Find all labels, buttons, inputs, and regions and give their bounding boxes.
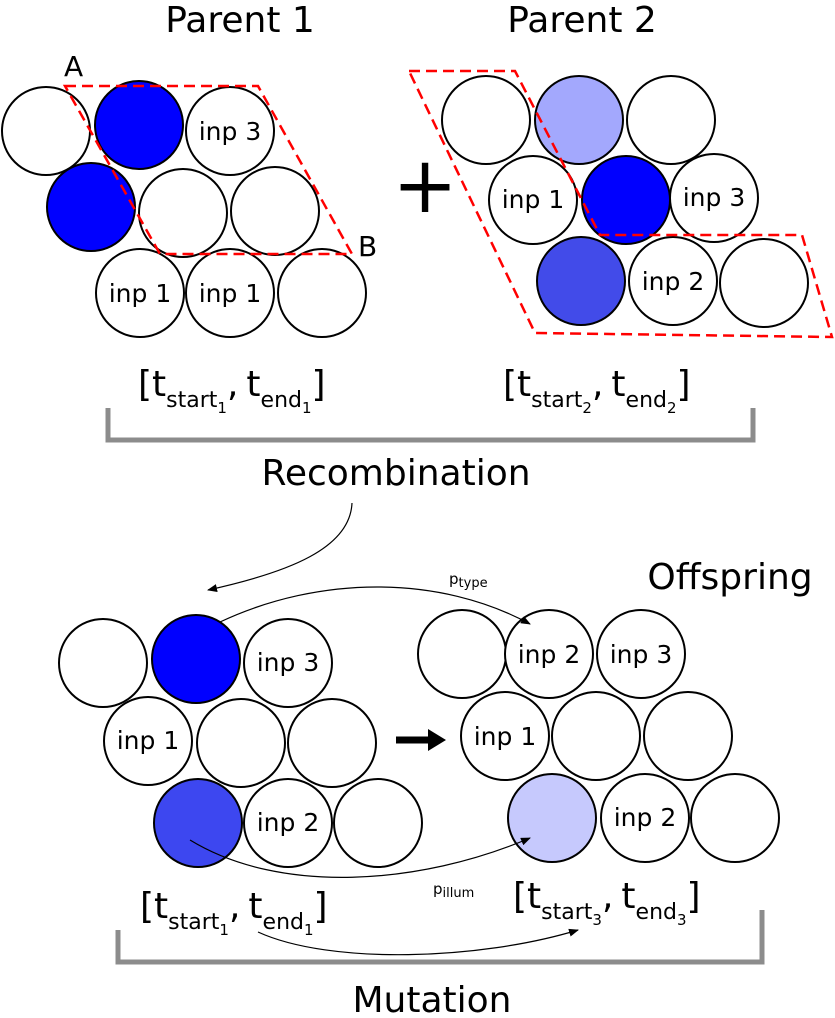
interval-parent2: [tstart2,tend2] (503, 364, 691, 417)
cell (643, 691, 733, 781)
cell (600, 773, 690, 863)
cell-label: inp 2 (614, 803, 677, 832)
cell (719, 238, 809, 328)
cell (626, 75, 716, 165)
cell (94, 80, 184, 170)
cell (58, 618, 148, 708)
cell-label: inp 1 (474, 722, 537, 751)
cell-label: inp 3 (257, 648, 320, 677)
cell (488, 155, 578, 245)
corner-a-label: A (64, 50, 83, 83)
cell (153, 778, 243, 868)
cell (417, 609, 507, 699)
corner-b-label: B (358, 230, 377, 263)
offspring-grid (417, 609, 780, 863)
offspring-title: Offspring (647, 557, 812, 598)
cell (581, 155, 671, 245)
cell (333, 778, 423, 868)
parent2-title: Parent 2 (507, 0, 657, 41)
cell (596, 609, 686, 699)
cell (460, 691, 550, 781)
recombination-label: Recombination (261, 453, 530, 494)
cell-label: inp 1 (502, 185, 565, 214)
cell (185, 86, 275, 176)
cell-label: inp 1 (117, 726, 180, 755)
cell (243, 778, 333, 868)
cell (1, 86, 91, 176)
crossover-region-parent1 (62, 84, 355, 256)
cell (196, 698, 286, 788)
cell-label: inp 1 (109, 279, 172, 308)
cell (441, 75, 531, 165)
interval-mutation-arrow (257, 928, 579, 956)
mutation-bracket (115, 910, 765, 965)
p-type-arrow (219, 586, 531, 625)
cell (277, 248, 367, 338)
p-illum-label: pillum (433, 880, 474, 901)
cell (287, 698, 377, 788)
parent2-grid (441, 75, 809, 328)
cell (243, 618, 333, 708)
cell-label: inp 3 (683, 183, 746, 212)
cell (103, 696, 193, 786)
cell (534, 75, 624, 165)
interval-offspring: [tstart3,tend3] (513, 876, 701, 929)
cell (628, 236, 718, 326)
cell (185, 248, 275, 338)
cell-label: inp 2 (518, 640, 581, 669)
cell (46, 162, 136, 252)
recombination-bracket (105, 408, 756, 443)
recombination-arrow (207, 502, 353, 592)
parent1-title: Parent 1 (165, 0, 315, 41)
plus-sign: + (392, 141, 457, 231)
mutation-arrow (396, 729, 446, 751)
cell (230, 166, 320, 256)
cell (669, 153, 759, 243)
cell-label: inp 2 (642, 267, 705, 296)
cell (151, 614, 241, 704)
parent1-grid (1, 80, 367, 338)
cell (138, 168, 228, 258)
cell (507, 773, 597, 863)
child-grid (58, 614, 423, 868)
cell-label: inp 2 (257, 808, 320, 837)
cell (504, 609, 594, 699)
p-type-label: ptype (449, 570, 488, 591)
cell (536, 236, 626, 326)
cell-label: inp 3 (610, 640, 673, 669)
p-illum-arrow (189, 837, 531, 878)
mutation-label: Mutation (352, 980, 511, 1018)
cell (551, 691, 641, 781)
cell-label: inp 3 (199, 117, 262, 146)
cell-label: inp 1 (199, 279, 262, 308)
interval-child: [tstart1,tend1] (140, 886, 328, 939)
cell (95, 248, 185, 338)
interval-parent1: [tstart1,tend1] (138, 364, 326, 417)
cell (690, 773, 780, 863)
crossover-line-parent2 (407, 69, 834, 339)
